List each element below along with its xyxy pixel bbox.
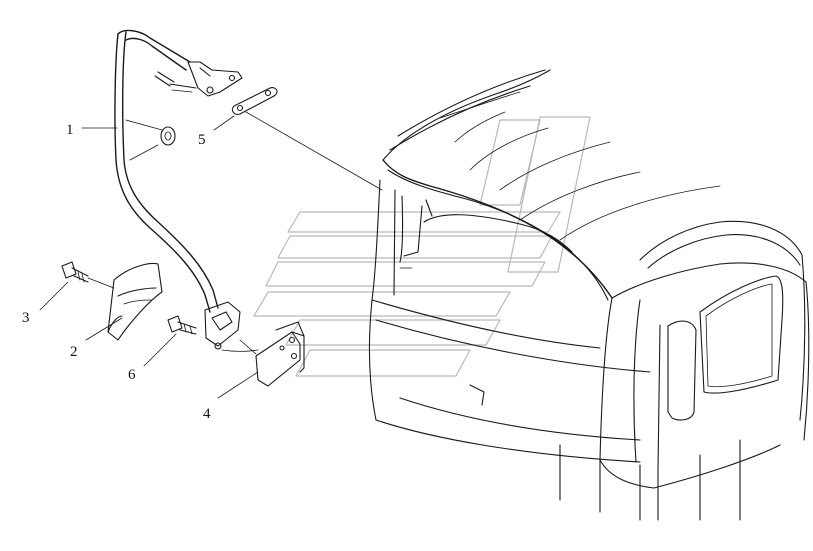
callout-5: 5 (198, 132, 206, 148)
callout-2: 2 (70, 344, 78, 360)
part-6-bolt (167, 315, 197, 335)
callout-6: 6 (128, 367, 136, 383)
part-5-link-plate (231, 87, 278, 115)
part-1-mirror-rod (114, 29, 243, 350)
part-2-mirror-cover (107, 262, 163, 341)
callout-labels: 1 2 3 4 5 6 (22, 122, 211, 422)
callout-3: 3 (22, 310, 30, 326)
callout-1: 1 (66, 122, 74, 138)
cab-body (368, 69, 810, 521)
callout-leaders (39, 115, 259, 399)
part-4-mount-bracket (255, 321, 305, 387)
watermark-logo (253, 116, 591, 377)
callout-4: 4 (203, 406, 211, 422)
part-3-bolt (61, 261, 89, 283)
assembly-lines (87, 111, 383, 355)
